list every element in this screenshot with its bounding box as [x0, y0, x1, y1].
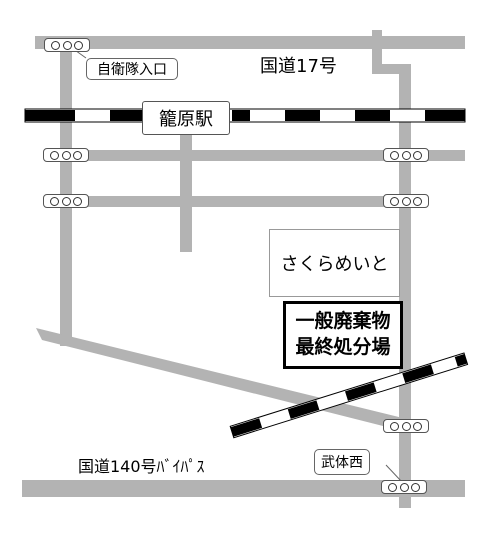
traffic-signal-icon	[383, 419, 429, 433]
road-horizontal-2	[60, 196, 409, 207]
traffic-signal-icon	[383, 194, 429, 208]
road-horizontal-1	[60, 150, 465, 161]
traffic-signal-icon	[44, 38, 90, 52]
road-top	[35, 36, 465, 49]
road-left-vertical	[60, 36, 72, 346]
facility-sakurameito: さくらめいと	[269, 229, 400, 297]
road-route140	[22, 480, 465, 497]
facility-landfill-line1: 一般廃棄物	[295, 310, 391, 333]
route140-label: 国道140号ﾊﾞｲﾊﾟｽ	[78, 457, 205, 476]
station-label-kagohara: 籠原駅	[142, 101, 230, 135]
facility-landfill: 一般廃棄物 最終処分場	[283, 301, 403, 369]
railway-diagonal	[229, 352, 469, 439]
traffic-signal-icon	[43, 194, 89, 208]
traffic-signal-icon	[383, 148, 429, 162]
route17-label: 国道17号	[260, 56, 337, 77]
facility-landfill-line2: 最終処分場	[295, 336, 391, 358]
road-right-top-stub	[372, 30, 382, 72]
leader-taketai-nishi	[385, 464, 403, 483]
railway-horizontal	[24, 108, 466, 123]
road-right-connector	[372, 64, 411, 74]
intersection-label-taketai-nishi: 武体西	[314, 449, 370, 475]
intersection-label-jieitai: 自衛隊入口	[86, 58, 178, 80]
road-station-stub	[180, 118, 192, 252]
traffic-signal-icon	[43, 148, 89, 162]
road-right-vertical	[399, 66, 411, 508]
traffic-signal-icon	[381, 480, 427, 494]
